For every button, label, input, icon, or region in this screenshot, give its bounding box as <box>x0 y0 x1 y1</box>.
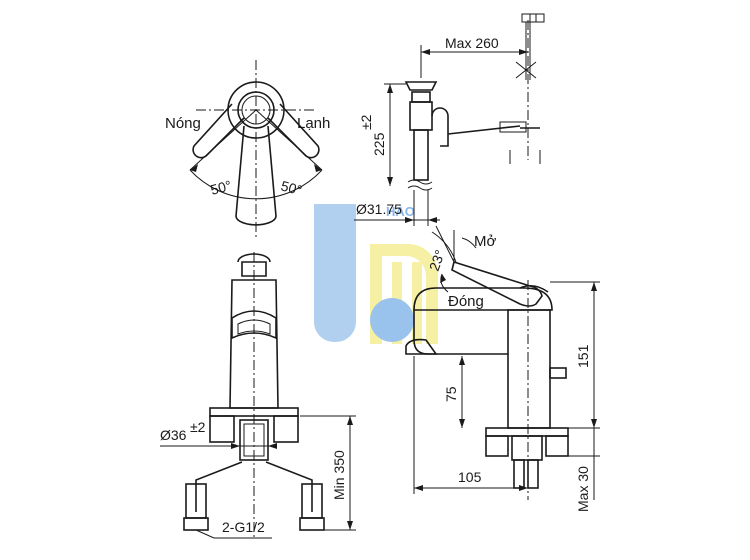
front-view <box>160 252 356 540</box>
closed-label: Đóng <box>448 293 484 310</box>
angle-right-label: 50° <box>279 177 304 198</box>
side-view <box>405 225 600 500</box>
watermark-text: HÀO <box>386 204 415 219</box>
total-height-label: 151 <box>575 344 591 368</box>
hot-label: Nóng <box>165 115 201 132</box>
spout-height-label: 75 <box>443 386 459 402</box>
cold-label: Lạnh <box>297 115 330 132</box>
top-view-handle <box>189 60 323 240</box>
max-reach-label: Max 260 <box>445 35 499 51</box>
drain-height-label: 225 <box>371 132 387 156</box>
drain-assembly <box>354 13 545 226</box>
connection-label: 2-G1/2 <box>222 519 265 535</box>
spout-reach-label: 105 <box>458 469 482 485</box>
hole-diameter-tolerance: ±2 <box>190 419 206 435</box>
open-label: Mở <box>474 233 496 250</box>
hole-diameter-label: Ø36 <box>160 427 187 443</box>
min-hose-label: Min 350 <box>331 450 347 500</box>
drain-diameter-label: Ø31.75 <box>356 201 402 217</box>
max-deck-label: Max 30 <box>575 466 591 512</box>
watermark-logo: HÀO <box>314 204 438 344</box>
drain-height-tolerance: ±2 <box>358 114 374 130</box>
angle-left-label: 50° <box>209 177 234 198</box>
handle-tilt-label: 23° <box>426 248 448 273</box>
